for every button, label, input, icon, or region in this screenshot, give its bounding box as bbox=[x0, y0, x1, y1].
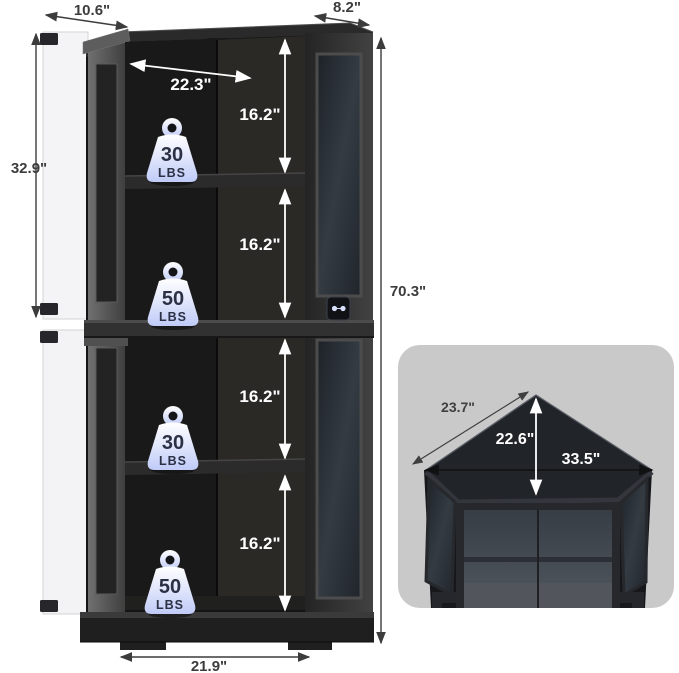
dim-label-compartment-1: 16.2" bbox=[239, 105, 280, 124]
dim-label-overall-height: 70.3" bbox=[390, 283, 426, 300]
dim-label-depth: 22.6" bbox=[496, 431, 535, 448]
capacity-value: 50 bbox=[162, 288, 184, 310]
inset-left-window bbox=[424, 475, 457, 598]
power-port-icon bbox=[326, 296, 351, 321]
side-window-upper bbox=[315, 52, 363, 298]
weight-capacity-icon-2: 50 LBS bbox=[147, 262, 199, 330]
glass-door-lower bbox=[42, 329, 89, 615]
dim-arrow-right-top-width bbox=[313, 13, 371, 28]
open-glass-doors bbox=[40, 31, 89, 615]
dim-label-left-top-width: 10.6" bbox=[74, 2, 110, 19]
door-hinge-icon bbox=[40, 33, 58, 45]
main-cabinet bbox=[80, 22, 374, 650]
dim-label-door-height: 32.9" bbox=[11, 160, 47, 177]
left-post-cap bbox=[82, 28, 131, 55]
door-hinge-icon bbox=[40, 600, 58, 612]
weight-capacity-icon-4: 50 LBS bbox=[144, 550, 196, 618]
weight-capacity-icon-3: 30 LBS bbox=[147, 406, 199, 474]
capacity-unit: LBS bbox=[158, 166, 186, 180]
door-hinge-icon bbox=[40, 303, 58, 315]
dimension-labels: 10.6" 8.2" 32.9" 70.3" 21.9" 23.7" 22.3"… bbox=[11, 0, 601, 673]
capacity-unit: LBS bbox=[159, 454, 187, 468]
capacity-value: 30 bbox=[161, 144, 183, 166]
dim-label-compartment-2: 16.2" bbox=[239, 235, 280, 254]
dim-label-front-width: 33.5" bbox=[562, 451, 601, 468]
dim-arrow-left-top-width bbox=[44, 11, 129, 31]
weight-capacity-icon-1: 30 LBS bbox=[146, 118, 198, 186]
dimension-arrows bbox=[31, 11, 654, 662]
dim-label-right-top-width: 8.2" bbox=[333, 0, 361, 16]
glass-door-upper bbox=[42, 31, 89, 320]
left-side-panel bbox=[95, 63, 118, 303]
capacity-value: 30 bbox=[162, 432, 184, 454]
door-hinge-icon bbox=[40, 331, 58, 343]
capacity-unit: LBS bbox=[159, 310, 187, 324]
dim-arrow-back-left-edge bbox=[411, 391, 530, 465]
lower-post-cap bbox=[84, 338, 128, 346]
capacity-value: 50 bbox=[159, 576, 181, 598]
dim-arrow-inner-width bbox=[129, 59, 252, 83]
dim-label-back-left-edge: 23.7" bbox=[441, 399, 475, 415]
side-window-lower bbox=[315, 338, 363, 600]
dim-label-inner-width: 22.3" bbox=[170, 75, 211, 94]
capacity-unit: LBS bbox=[156, 598, 184, 612]
dim-label-compartment-4: 16.2" bbox=[239, 534, 280, 553]
dim-label-compartment-3: 16.2" bbox=[239, 387, 280, 406]
left-side-panel bbox=[95, 347, 118, 595]
dim-label-bottom-width: 21.9" bbox=[191, 658, 227, 673]
